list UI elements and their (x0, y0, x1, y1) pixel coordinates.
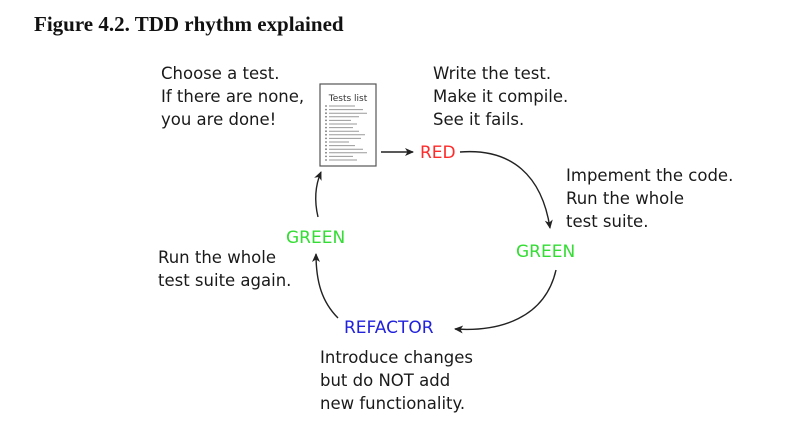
tests-list-title: Tests list (328, 94, 368, 104)
tests-list-bullet (325, 159, 327, 161)
note-implement-line-3: test suite. (566, 212, 648, 231)
note-introduce-line-3: new functionality. (320, 394, 465, 413)
tests-list-document: Tests list (319, 83, 377, 167)
note-introduce-line-1: Introduce changes (320, 348, 473, 367)
note-run-again-line-2: test suite again. (158, 271, 291, 290)
note-write-line-3: See it fails. (433, 110, 524, 129)
note-implement-line-1: Impement the code. (566, 166, 733, 185)
note-write-line-1: Write the test. (433, 64, 551, 83)
tests-list-lines (325, 105, 367, 161)
tests-list-bullet (325, 115, 327, 118)
tests-list-bullet (325, 137, 327, 140)
tests-list-bullet (325, 123, 327, 125)
note-run-again: Run the whole test suite again. (158, 248, 291, 290)
tests-list-bullet (325, 105, 327, 107)
tests-list-bullet (325, 148, 327, 151)
tests-list-bullet (325, 130, 327, 133)
tests-list-bullet (325, 144, 327, 147)
note-run-again-line-1: Run the whole (158, 248, 276, 267)
tests-list-bullet (325, 155, 327, 158)
arrow-green-to-refactor (454, 269, 557, 334)
stage-green-implement-label: GREEN (516, 242, 575, 262)
stage-refactor-label: REFACTOR (344, 318, 434, 338)
tests-list-bullet (325, 151, 327, 154)
note-introduce-changes: Introduce changes but do NOT add new fun… (320, 348, 478, 413)
note-choose-line-1: Choose a test. (161, 64, 279, 83)
note-implement: Impement the code. Run the whole test su… (566, 166, 739, 231)
note-choose-line-3: you are done! (161, 110, 276, 129)
stage-red-label: RED (420, 143, 456, 163)
tests-list-bullet (325, 141, 327, 143)
tests-list-bullet (325, 112, 327, 115)
note-introduce-line-2: but do NOT add (320, 371, 450, 390)
note-choose-test: Choose a test. If there are none, you ar… (161, 64, 309, 129)
arrow-green-to-list (314, 171, 322, 218)
stage-green-refactor-label: GREEN (286, 228, 345, 248)
note-choose-line-2: If there are none, (161, 87, 304, 106)
arrow-refactor-to-green (312, 253, 339, 319)
arrow-red-to-green (459, 150, 553, 229)
note-implement-line-2: Run the whole (566, 189, 684, 208)
figure-title: Figure 4.2. TDD rhythm explained (34, 12, 344, 36)
tests-list-bullet (325, 133, 327, 136)
note-write-line-2: Make it compile. (433, 87, 568, 106)
tests-list-bullet (325, 126, 327, 129)
tests-list-bullet (325, 119, 327, 122)
note-write-test: Write the test. Make it compile. See it … (433, 64, 574, 129)
tests-list-bullet (325, 108, 327, 111)
